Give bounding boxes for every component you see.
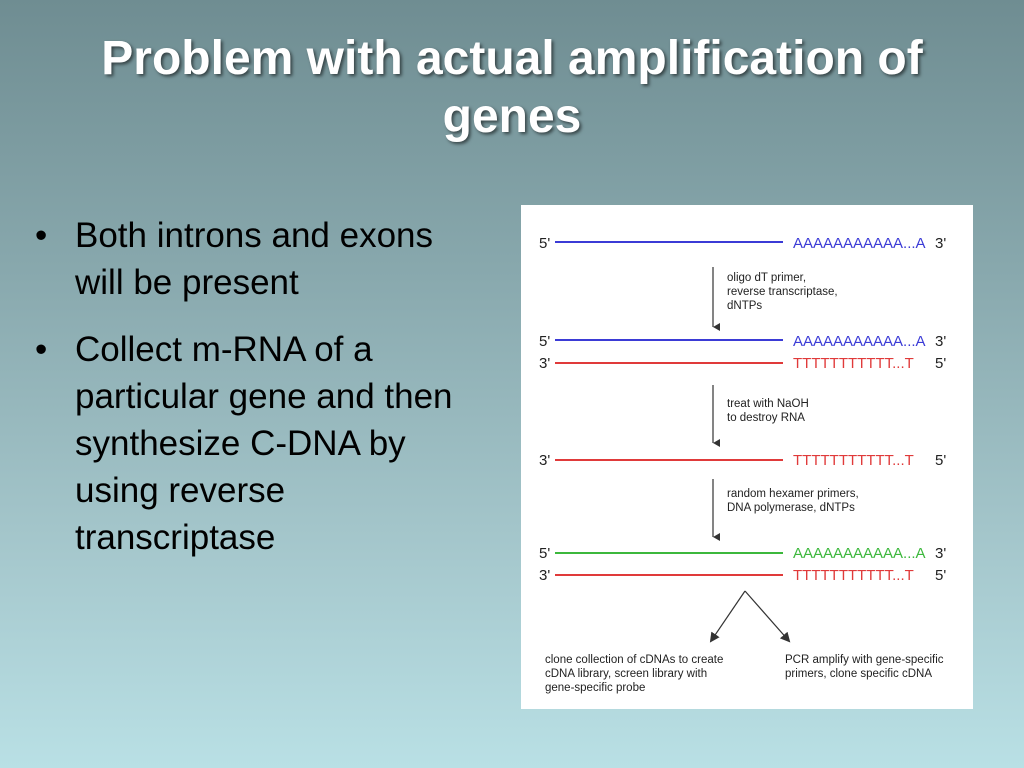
strand2-bottom-sequence: TTTTTTTTTTT...T bbox=[793, 355, 914, 372]
cdna-synthesis-diagram: 5' AAAAAAAAAAA...A 3' oligo dT primer, r… bbox=[521, 205, 973, 709]
outcome-right-line1: PCR amplify with gene-specific bbox=[785, 654, 944, 666]
step1-line2: reverse transcriptase, bbox=[727, 286, 838, 298]
step3-line2: DNA polymerase, dNTPs bbox=[727, 502, 855, 514]
step3-line1: random hexamer primers, bbox=[727, 488, 859, 500]
strand2-bottom-left-end: 3' bbox=[539, 355, 550, 372]
bullet-item: • Collect m-RNA of a particular gene and… bbox=[35, 326, 485, 561]
strand4-top-left-end: 5' bbox=[539, 545, 550, 562]
slide-title-line2: genes bbox=[442, 90, 582, 143]
strand4-top-sequence: AAAAAAAAAAA...A bbox=[793, 545, 926, 562]
strand1-left-end: 5' bbox=[539, 235, 550, 252]
strand2-top-left-end: 5' bbox=[539, 333, 550, 350]
strand2-bottom-right-end: 5' bbox=[935, 355, 946, 372]
strand2-top-right-end: 3' bbox=[935, 333, 946, 350]
bullet-text: Collect m-RNA of a particular gene and t… bbox=[75, 330, 453, 557]
strand1-right-end: 3' bbox=[935, 235, 946, 252]
bullet-dot: • bbox=[35, 330, 48, 369]
outcome-right-line2: primers, clone specific cDNA bbox=[785, 668, 932, 680]
strand4-bottom-sequence: TTTTTTTTTTT...T bbox=[793, 567, 914, 584]
outcome-left-line1: clone collection of cDNAs to create bbox=[545, 654, 723, 666]
slide-title: Problem with actual amplification of gen… bbox=[40, 30, 984, 146]
step1-line3: dNTPs bbox=[727, 300, 762, 312]
bullet-item: • Both introns and exons will be present bbox=[35, 212, 485, 306]
strand3-sequence: TTTTTTTTTTT...T bbox=[793, 452, 914, 469]
bullet-list: • Both introns and exons will be present… bbox=[35, 212, 485, 581]
bullet-text: Both introns and exons will be present bbox=[75, 216, 434, 302]
outcome-left-line2: cDNA library, screen library with bbox=[545, 668, 707, 680]
step1-line1: oligo dT primer, bbox=[727, 272, 806, 284]
strand3-left-end: 3' bbox=[539, 452, 550, 469]
strand4-bottom-right-end: 5' bbox=[935, 567, 946, 584]
outcome-left-line3: gene-specific probe bbox=[545, 682, 645, 694]
step2-line1: treat with NaOH bbox=[727, 398, 809, 410]
strand4-bottom-left-end: 3' bbox=[539, 567, 550, 584]
slide-title-line1: Problem with actual amplification of bbox=[101, 32, 923, 85]
strand2-top-sequence: AAAAAAAAAAA...A bbox=[793, 333, 926, 350]
diagram-canvas: 5' AAAAAAAAAAA...A 3' oligo dT primer, r… bbox=[539, 235, 946, 694]
branch-left-arrow bbox=[709, 590, 746, 643]
strand1-sequence: AAAAAAAAAAA...A bbox=[793, 235, 926, 252]
bullet-dot: • bbox=[35, 216, 48, 255]
step2-line2: to destroy RNA bbox=[727, 412, 805, 424]
strand3-right-end: 5' bbox=[935, 452, 946, 469]
branch-right-arrow bbox=[744, 590, 791, 643]
strand4-top-right-end: 3' bbox=[935, 545, 946, 562]
